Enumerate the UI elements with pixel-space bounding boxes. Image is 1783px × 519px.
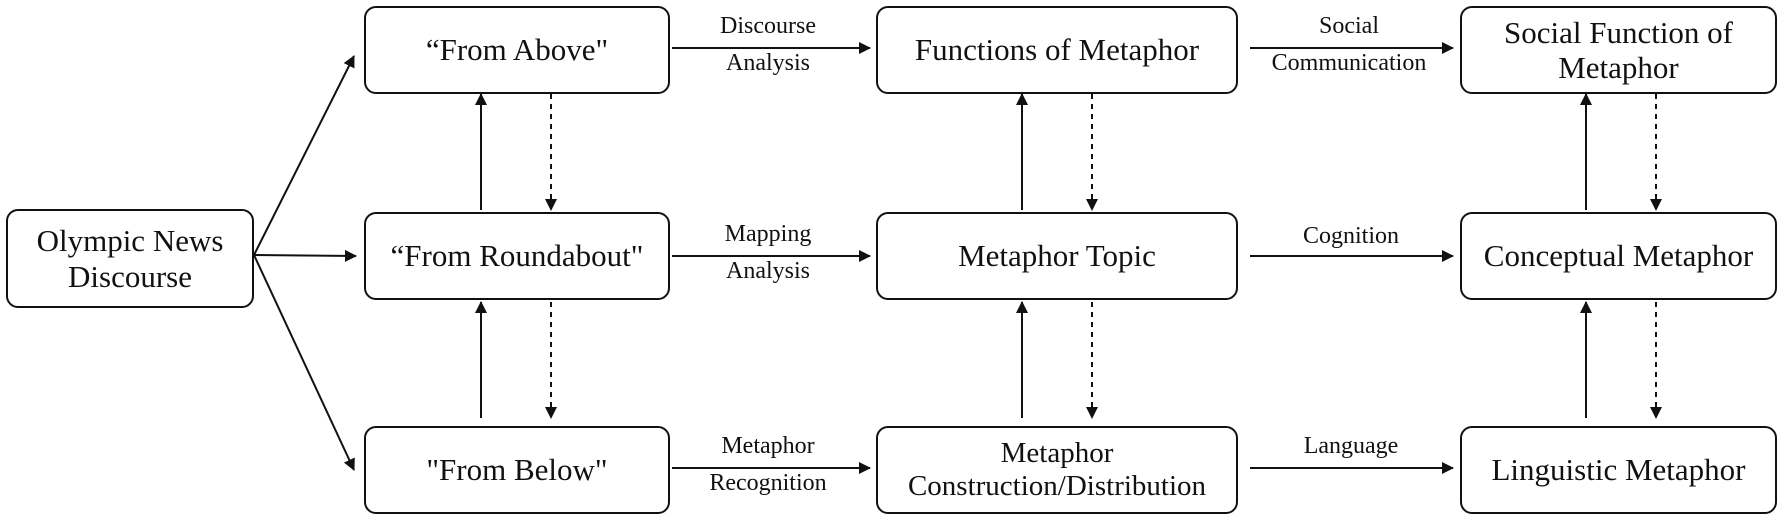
metaphor-construction-distribution-node: Metaphor Construction/Distribution (876, 426, 1238, 514)
from-roundabout-node: “From Roundabout" (364, 212, 670, 300)
cognition-label: Cognition (1302, 223, 1399, 249)
olympic-news-discourse-node: Olympic News Discourse (6, 209, 254, 308)
arrow-source-to-from-below (253, 254, 355, 471)
arrow-source-to-from-above (253, 55, 355, 256)
from-above-node: “From Above" (364, 6, 670, 94)
social-function-of-metaphor-node: Social Function of Metaphor (1460, 6, 1777, 94)
metaphor-recognition-label: Metaphor Recognition (709, 433, 827, 497)
social-communication-label: Social Communication (1271, 13, 1427, 77)
language-label: Language (1303, 433, 1399, 459)
metaphor-topic-node: Metaphor Topic (876, 212, 1238, 300)
arrow-source-to-from-roundabout (253, 249, 357, 262)
mapping-analysis-label: Mapping Analysis (724, 221, 812, 285)
discourse-analysis-label: Discourse Analysis (720, 13, 816, 77)
from-below-node: "From Below" (364, 426, 670, 514)
conceptual-metaphor-node: Conceptual Metaphor (1460, 212, 1777, 300)
linguistic-metaphor-node: Linguistic Metaphor (1460, 426, 1777, 514)
functions-of-metaphor-node: Functions of Metaphor (876, 6, 1238, 94)
